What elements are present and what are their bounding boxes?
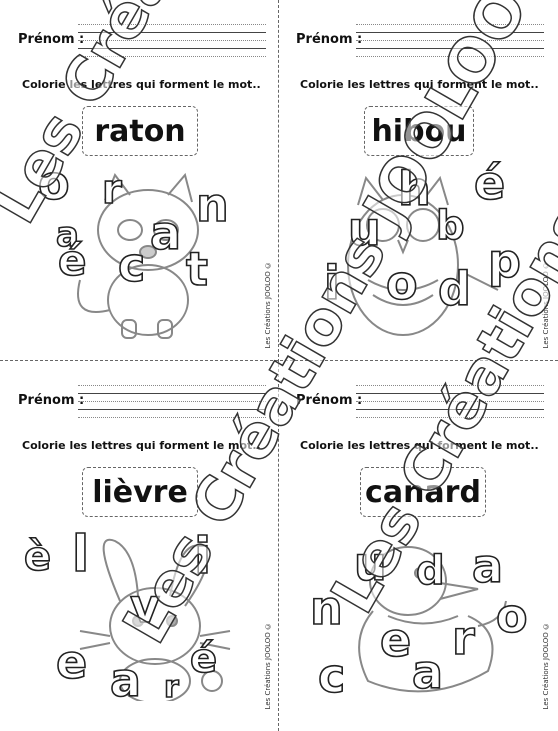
credit-text: Les Créations JOOLOO © <box>264 621 272 709</box>
target-word: lièvre <box>82 467 198 517</box>
letter-bubble[interactable]: v <box>129 579 161 633</box>
prenom-label: Prénom : <box>18 393 85 408</box>
target-word: raton <box>82 106 198 156</box>
letter-bubble[interactable]: i <box>323 256 340 310</box>
letter-bubble[interactable]: d <box>415 548 445 594</box>
card-raton: Prénom : Colorie les lettres qui forment… <box>10 10 278 360</box>
letter-bubble[interactable]: i <box>193 527 212 585</box>
letter-bubble[interactable]: d <box>437 262 472 316</box>
letter-bubble[interactable]: h <box>397 162 431 216</box>
prenom-label: Prénom : <box>296 32 363 47</box>
name-writing-lines[interactable] <box>78 24 266 60</box>
letter-bubble[interactable]: b <box>435 203 465 249</box>
target-word: canard <box>360 467 486 517</box>
instruction-text: Colorie les lettres qui forment le mot.. <box>300 78 539 91</box>
letter-bubble[interactable]: c <box>317 649 346 703</box>
letter-bubble[interactable]: l <box>71 525 90 583</box>
letter-bubble[interactable]: p <box>487 234 522 288</box>
letter-bubble[interactable]: a <box>109 653 142 707</box>
letter-bubble[interactable]: u <box>353 537 387 591</box>
letter-bubble[interactable]: o <box>495 589 528 643</box>
letter-bubble[interactable]: r <box>101 167 122 213</box>
instruction-text: Colorie les lettres qui forment le mot.. <box>22 439 261 452</box>
letter-bubble[interactable]: é <box>57 236 87 285</box>
prenom-label: Prénom : <box>18 32 85 47</box>
letter-bubble[interactable]: c <box>117 238 146 292</box>
name-writing-lines[interactable] <box>78 385 266 421</box>
instruction-text: Colorie les lettres qui forment le mot.. <box>22 78 261 91</box>
letter-bubble[interactable]: é <box>189 636 218 682</box>
instruction-text: Colorie les lettres qui forment le mot.. <box>300 439 539 452</box>
letter-bubble[interactable]: e <box>379 613 412 667</box>
letter-bubble[interactable]: o <box>385 256 418 310</box>
credit-text: Les Créations JOOLOO © <box>542 621 550 709</box>
letter-bubble[interactable]: a <box>411 645 444 699</box>
letter-bubble[interactable]: u <box>347 202 381 256</box>
prenom-label: Prénom : <box>296 393 363 408</box>
duck-icon <box>328 531 518 701</box>
raccoon-icon <box>50 170 240 340</box>
letter-bubble[interactable]: a <box>149 206 182 260</box>
card-hibou: Prénom : Colorie les lettres qui forment… <box>288 10 556 360</box>
owl-icon <box>328 170 518 340</box>
letter-bubble[interactable]: a <box>55 215 80 255</box>
target-word: hibou <box>364 106 474 156</box>
letter-bubble[interactable]: n <box>309 581 343 635</box>
horizontal-cut-line <box>0 360 558 361</box>
name-writing-lines[interactable] <box>356 24 544 60</box>
credit-text: Les Créations JOOLOO © <box>264 260 272 348</box>
letter-bubble[interactable]: è <box>23 534 52 580</box>
rabbit-icon <box>50 531 240 704</box>
letter-bubble[interactable]: a <box>471 539 504 593</box>
letter-bubble[interactable]: r <box>163 670 179 705</box>
letter-bubble[interactable]: t <box>185 242 209 296</box>
credit-text: Les Créations JOOLOO © <box>542 260 550 348</box>
card-lievre: Prénom : Colorie les lettres qui forment… <box>10 371 278 721</box>
letter-bubble[interactable]: r <box>451 611 475 665</box>
card-canard: Prénom : Colorie les lettres qui forment… <box>288 371 556 721</box>
vertical-cut-line <box>278 0 279 731</box>
letter-bubble[interactable]: o <box>37 156 70 210</box>
letter-bubble[interactable]: é <box>473 156 506 210</box>
name-writing-lines[interactable] <box>356 385 544 421</box>
letter-bubble[interactable]: e <box>55 635 88 689</box>
letter-bubble[interactable]: n <box>195 178 229 232</box>
